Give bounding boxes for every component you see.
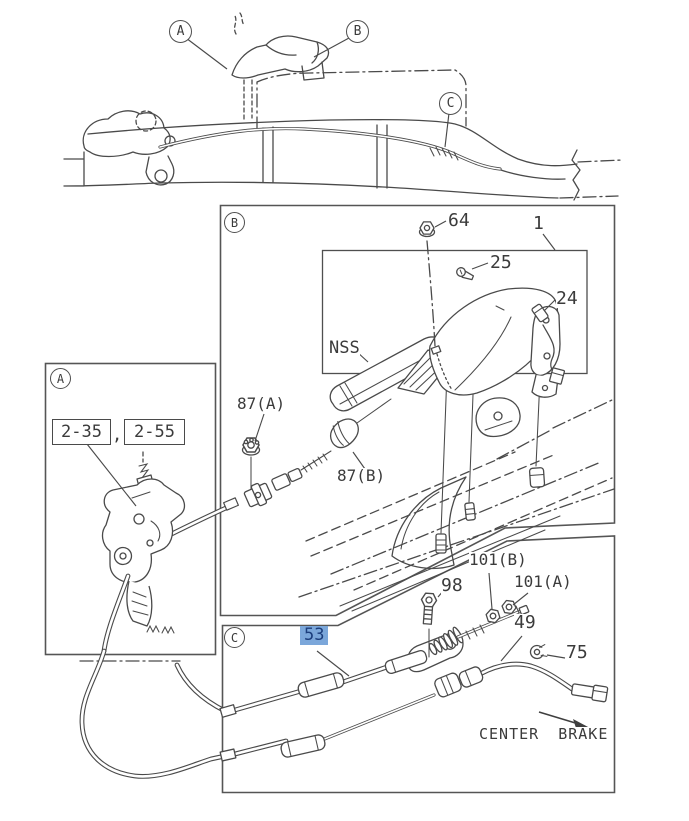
part-label-98[interactable]: 98 [441, 575, 463, 596]
callout-a-letter: A [176, 24, 185, 39]
section-c-letter: C [230, 630, 239, 645]
section-c-tag: C [224, 627, 245, 648]
ref-separator: , [112, 425, 123, 445]
front-lever-bracket-art [79, 451, 186, 662]
part-label-87b[interactable]: 87(B) [337, 466, 386, 485]
part-label-64[interactable]: 64 [448, 210, 470, 231]
part-label-75[interactable]: 75 [566, 642, 588, 663]
ref-link-2-55[interactable]: 2-55 [124, 419, 185, 445]
ref-link-2-35[interactable]: 2-35 [52, 419, 111, 445]
section-a-letter: A [56, 371, 65, 386]
part-label-87a[interactable]: 87(A) [237, 394, 286, 413]
overview-callout-c: C [439, 92, 462, 115]
part-label-49[interactable]: 49 [514, 612, 536, 633]
cable-routing-art [82, 576, 225, 776]
section-b-tag: B [224, 212, 245, 233]
section-b-letter: B [230, 215, 239, 230]
part-label-25[interactable]: 25 [490, 252, 512, 273]
ref-2-55-text: 2-55 [134, 422, 175, 442]
front-cable-adjuster-art [150, 398, 392, 545]
section-a-tag: A [50, 368, 71, 389]
part-label-1[interactable]: 1 [533, 213, 544, 234]
part-label-53-selected[interactable]: 53 [300, 626, 329, 645]
center-brake-note: CENTER BRAKE [479, 725, 609, 743]
ref-2-35-text: 2-35 [61, 422, 102, 442]
leader-lines [86, 37, 566, 677]
lever-cover-art [329, 221, 566, 438]
overview-callout-b: B [346, 20, 369, 43]
part-label-101a[interactable]: 101(A) [514, 572, 572, 591]
part-label-nss: NSS [329, 338, 360, 358]
callout-c-letter: C [446, 96, 455, 111]
overview-callout-a: A [169, 20, 192, 43]
part-label-24[interactable]: 24 [556, 288, 578, 309]
callout-b-letter: B [353, 24, 362, 39]
rear-cables-art [219, 592, 609, 762]
chassis-overview-art [63, 12, 623, 201]
part-label-101b[interactable]: 101(B) [469, 550, 527, 569]
